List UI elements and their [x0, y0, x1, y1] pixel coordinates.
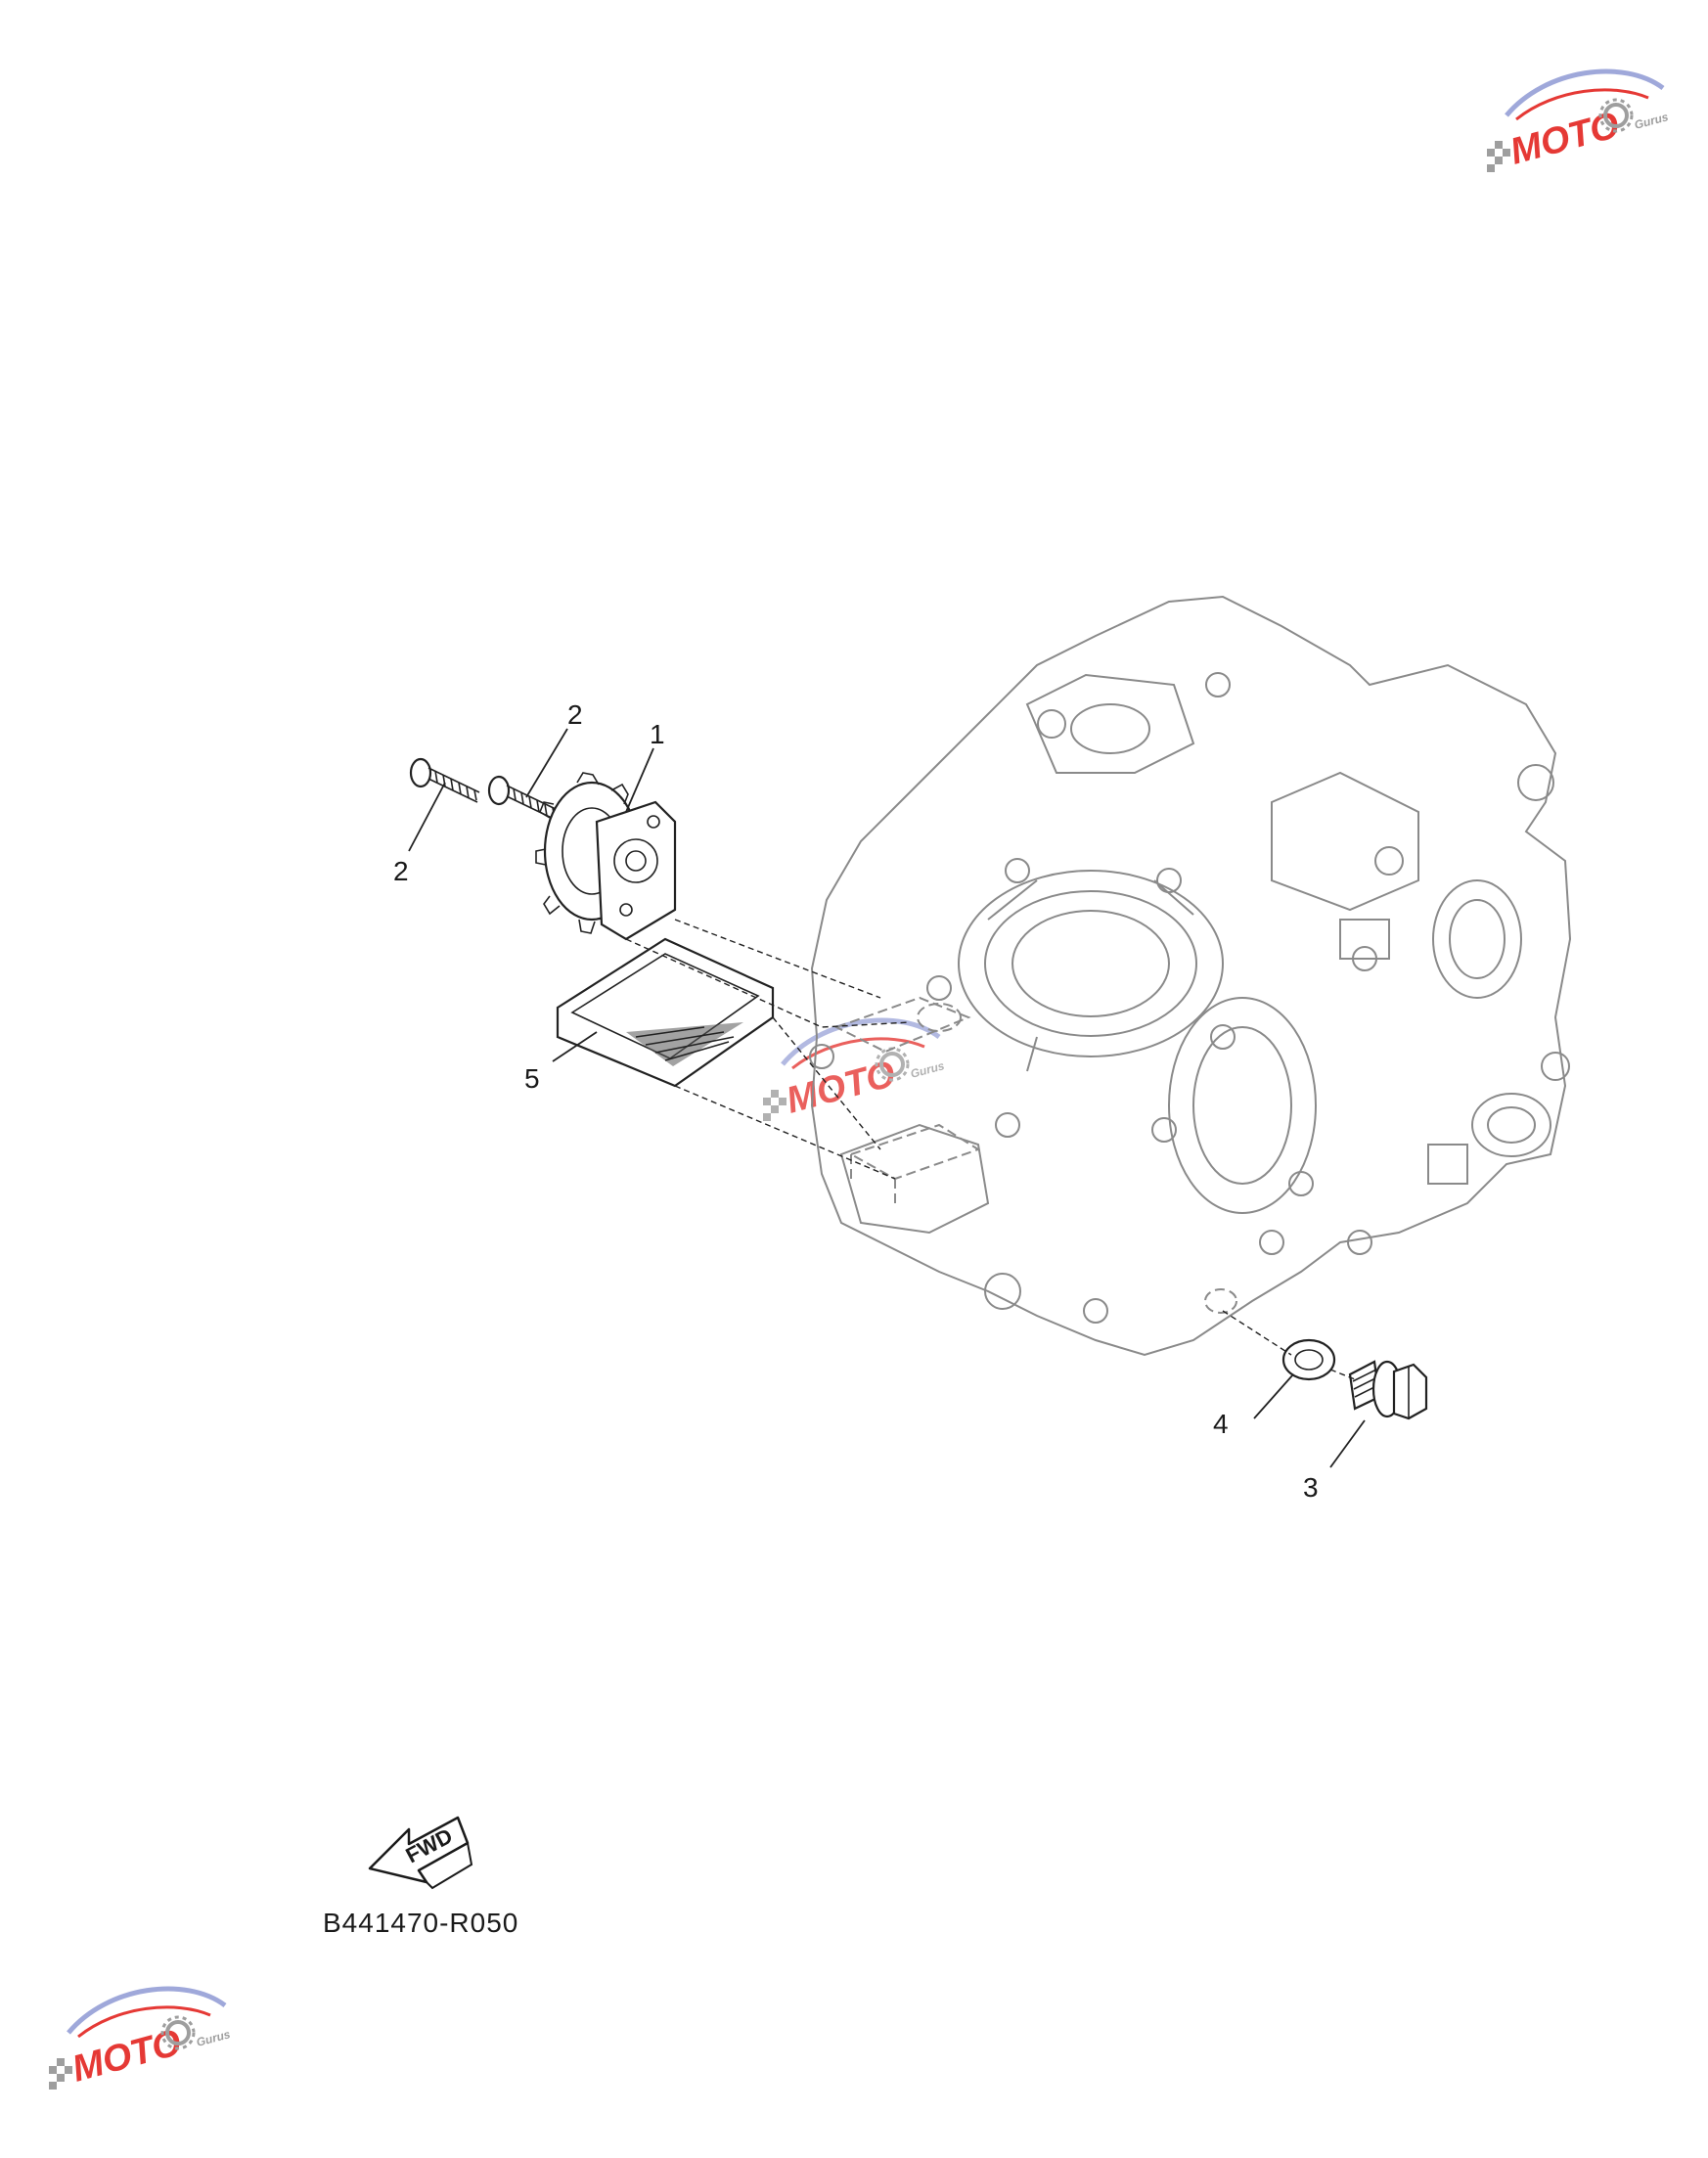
watermark-sub-text: Gurus	[1633, 110, 1670, 132]
watermark-sub-text: Gurus	[195, 2027, 232, 2049]
callout-4: 4	[1213, 1409, 1229, 1439]
forward-direction-indicator: FWD	[368, 1816, 473, 1890]
callout-5: 5	[524, 1063, 540, 1094]
forward-arrow-icon	[368, 1816, 470, 1884]
gear-icon	[160, 2015, 196, 2050]
screw-lower	[409, 757, 480, 803]
callout-1: 1	[650, 719, 665, 749]
crankcase-outline	[809, 595, 1572, 1357]
checkered-flag-icon	[763, 1090, 787, 1121]
callout-2-upper: 2	[567, 699, 583, 730]
drain-bolt	[1348, 1360, 1428, 1420]
screw-upper	[487, 775, 559, 821]
diagram-code: B441470-R050	[323, 1908, 518, 1938]
oil-pump-assembly	[535, 772, 677, 941]
callout-3: 3	[1303, 1472, 1319, 1503]
drain-bolt-washer	[1281, 1338, 1336, 1381]
oil-strainer	[556, 937, 775, 1088]
checkered-flag-icon	[49, 2058, 72, 2090]
callout-2-lower: 2	[393, 856, 409, 886]
gear-icon	[1598, 98, 1634, 133]
watermark-logo-top: MOTO Gurus	[1487, 68, 1670, 173]
checkered-flag-icon	[1487, 141, 1510, 172]
watermark-logo-bottom: MOTO Gurus	[49, 1986, 232, 2091]
alignment-lines	[625, 919, 1356, 1380]
leader-lines	[408, 728, 1366, 1468]
watermark-sub-text: Gurus	[909, 1058, 946, 1081]
